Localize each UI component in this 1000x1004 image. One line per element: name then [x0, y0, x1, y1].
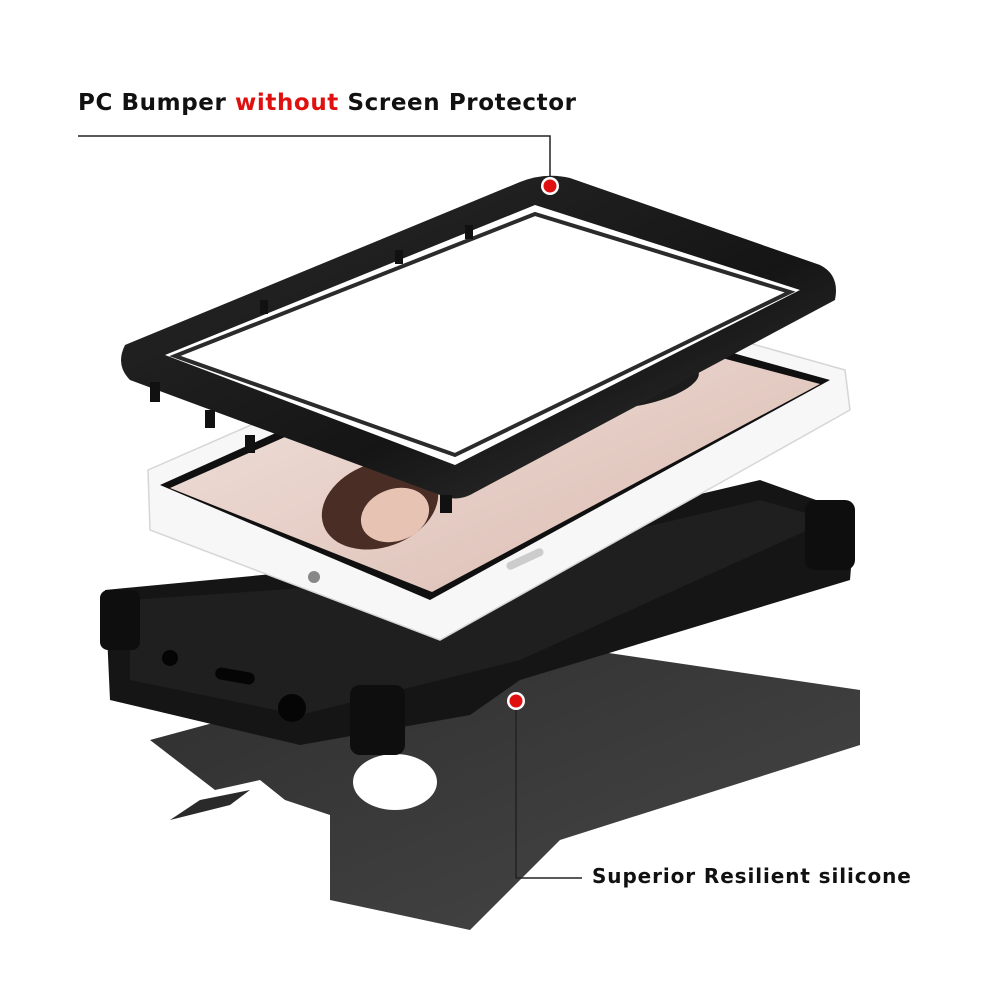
frame-tab	[245, 435, 255, 453]
callout-top-suffix: Screen Protector	[347, 90, 577, 116]
frame-tab	[260, 300, 268, 314]
callout-marker	[543, 179, 557, 193]
callout-top-label: PC Bumper without Screen Protector	[78, 90, 577, 116]
callout-bottom-pointer	[507, 692, 582, 879]
callout-top-prefix: PC Bumper	[78, 90, 227, 116]
corner-bumper	[350, 685, 405, 755]
frame-tab	[205, 410, 215, 428]
frame-tab	[465, 225, 473, 239]
camera-cutout	[353, 754, 437, 810]
corner-bumper	[100, 590, 140, 650]
pc-bumper-frame	[121, 175, 836, 513]
frame-tab	[395, 250, 403, 264]
callout-top-highlight: without	[235, 90, 339, 116]
corner-bumper	[805, 500, 855, 570]
port-hole	[278, 694, 306, 722]
port-hole	[162, 650, 178, 666]
callout-bottom-label: Superior Resilient silicone	[592, 864, 912, 888]
callout-top-pointer	[78, 135, 559, 195]
frame-opening	[165, 205, 800, 465]
phone-port	[308, 571, 320, 583]
callout-marker	[509, 694, 523, 708]
frame-tab	[440, 495, 452, 513]
frame-tab	[150, 382, 160, 402]
